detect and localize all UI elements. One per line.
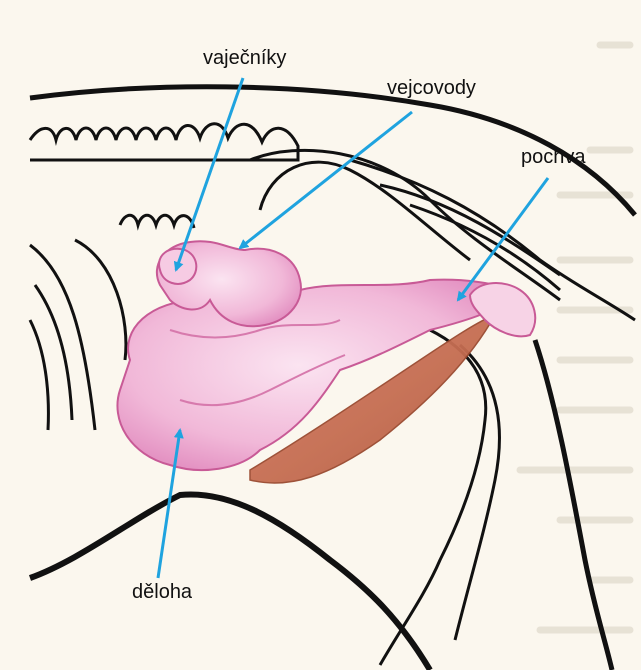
leg-outline [535,340,612,670]
small-vertebra [120,215,194,228]
arrow-oviducts [240,112,412,248]
pelvis-bone-inner [455,345,499,640]
label-vagina: pochva [521,146,586,169]
label-uterus: děloha [132,581,192,604]
ribs [30,240,126,430]
pelvic-contour [260,162,470,260]
label-oviducts: vejcovody [387,77,476,100]
spine [30,124,298,160]
label-ovaries: vaječníky [203,47,286,70]
belly-outline [30,494,430,670]
background-print [520,45,630,630]
